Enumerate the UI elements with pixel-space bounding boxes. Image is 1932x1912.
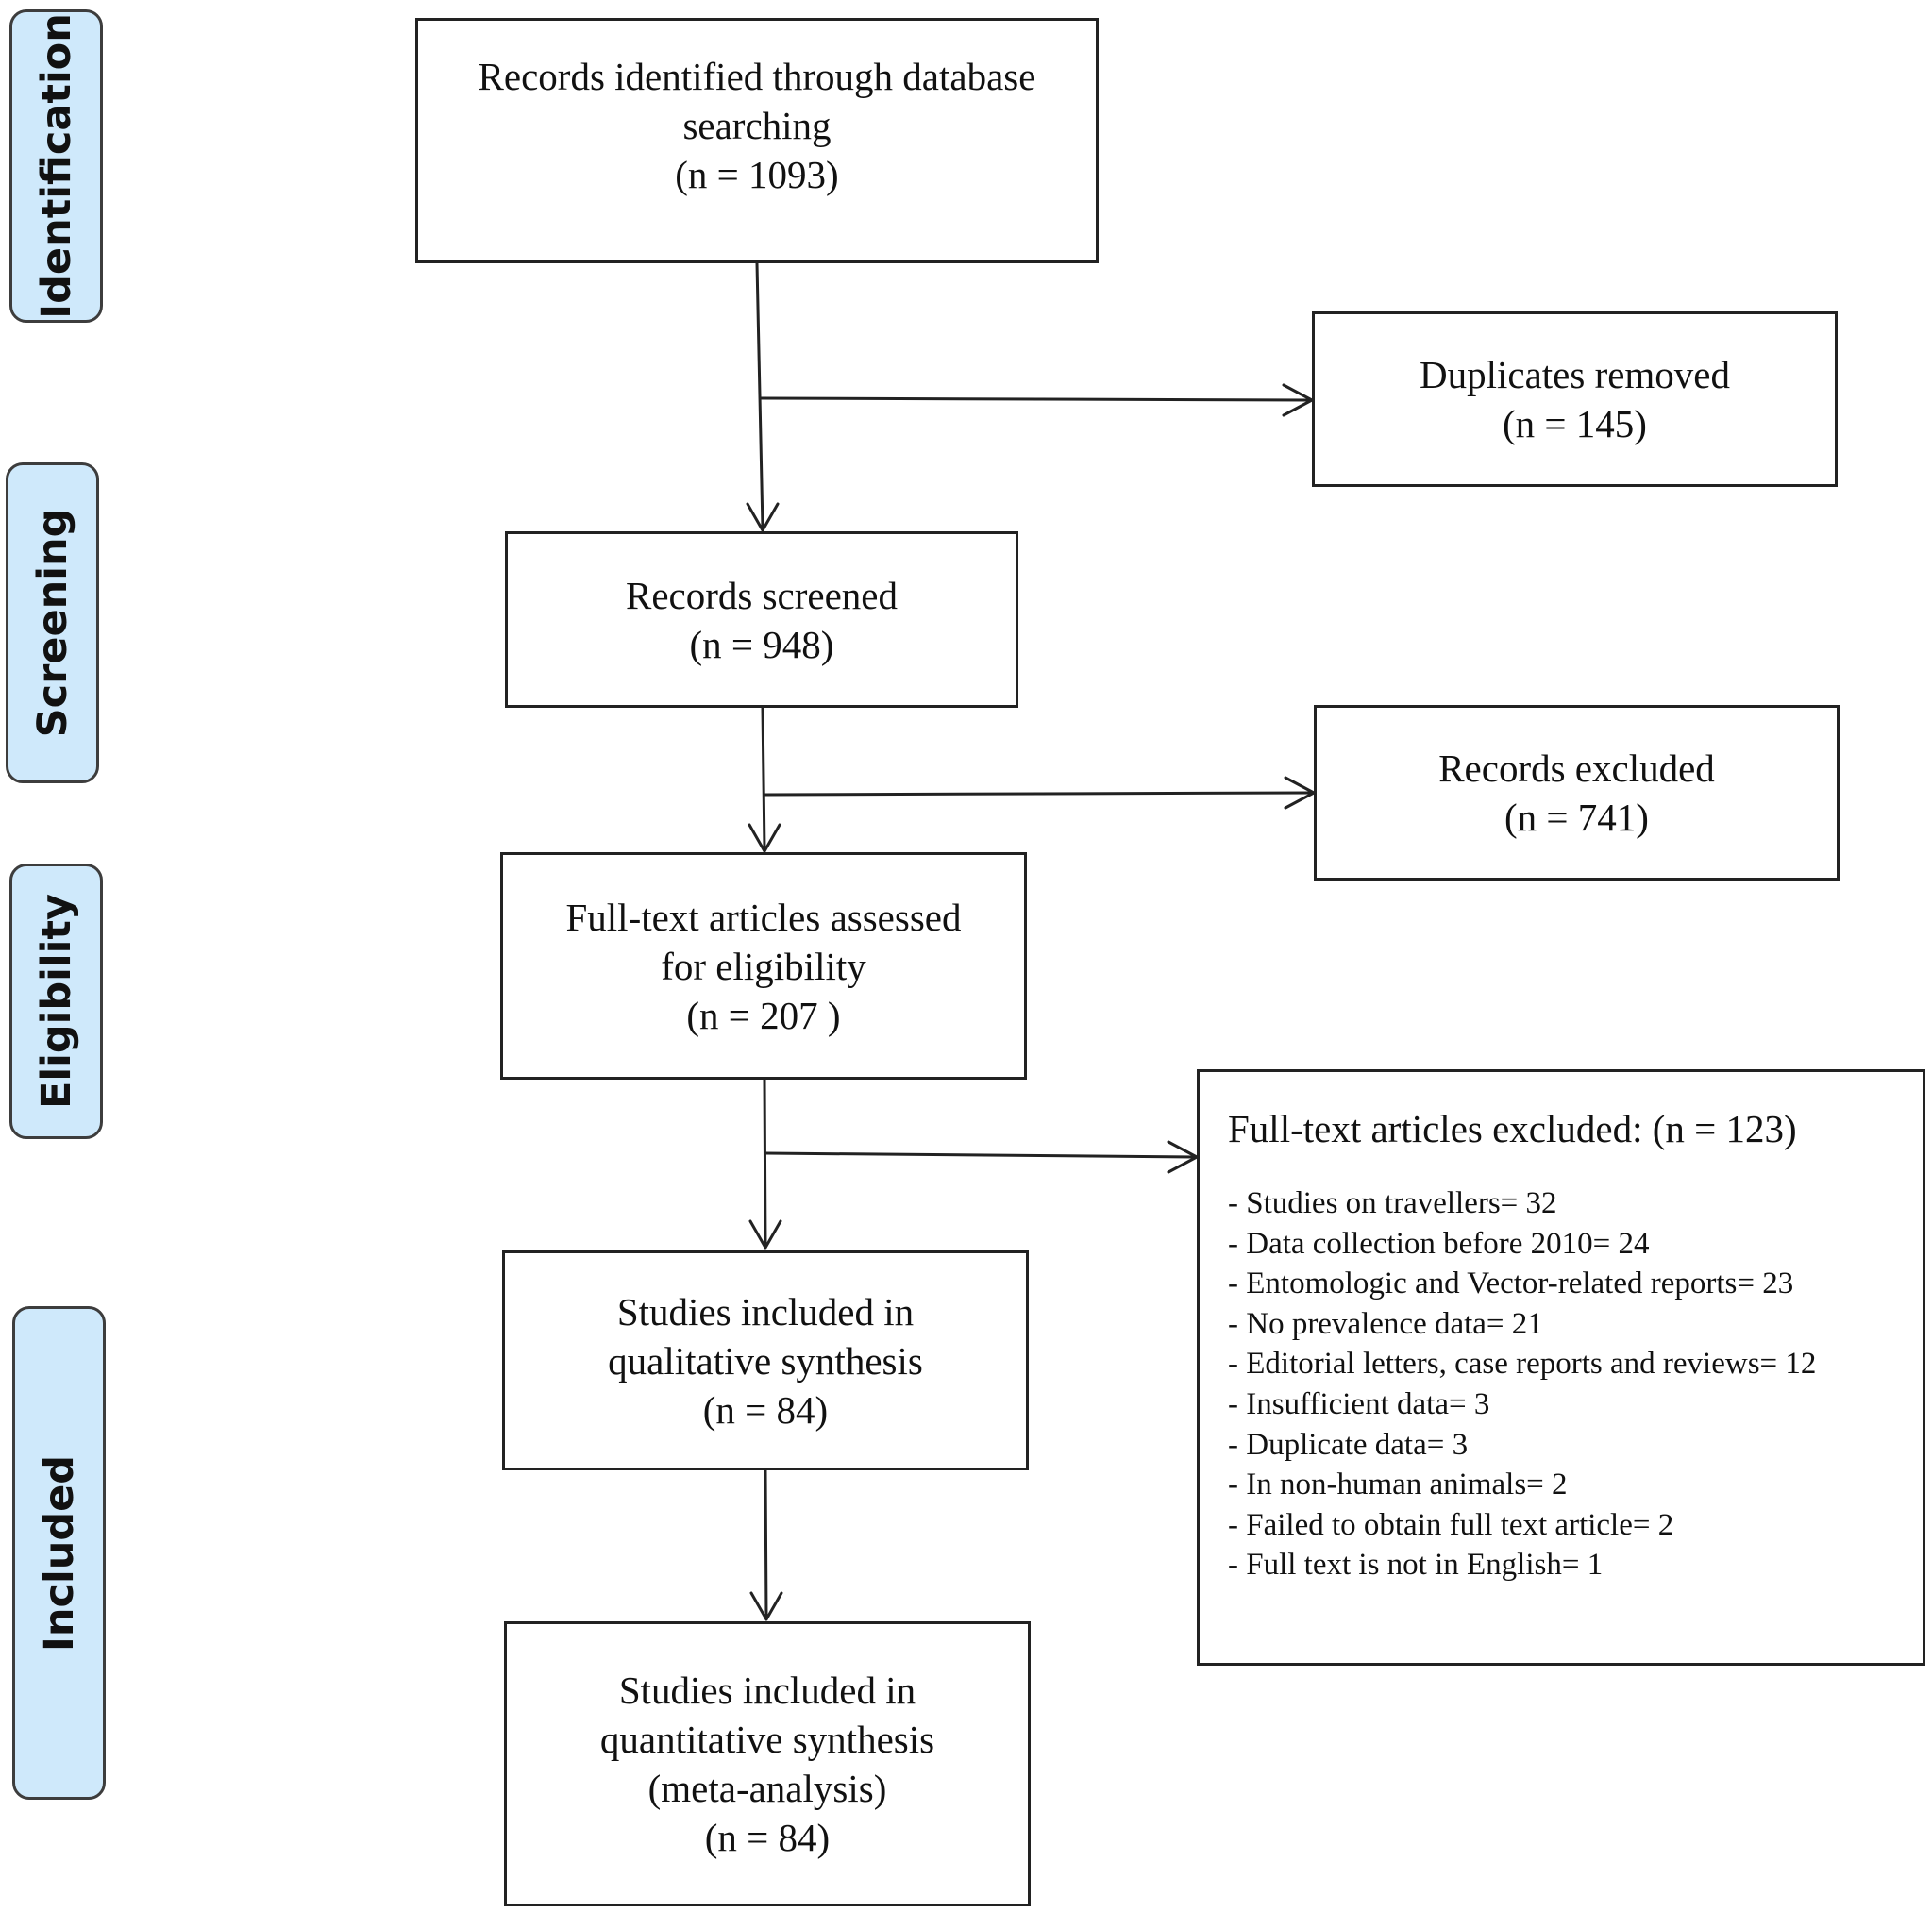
connector-to-duplicates	[759, 396, 1312, 402]
exclusion-reason: - Studies on travellers= 32	[1228, 1186, 1557, 1220]
quantitative-line-3: (meta-analysis)	[647, 1767, 887, 1810]
box-fulltext-assessed: Full-text articles assessed for eligibil…	[500, 852, 1027, 1080]
quantitative-line-2: quantitative synthesis	[599, 1718, 935, 1761]
connector-to-records-excluded	[763, 791, 1314, 797]
connector-qualitative-quantitative	[764, 1468, 768, 1619]
box-duplicates-removed: Duplicates removed (n = 145)	[1312, 311, 1838, 487]
identified-line-2: searching	[682, 104, 832, 147]
connector-to-fulltext-excluded	[764, 1151, 1197, 1159]
fulltext-assessed-line-1: Full-text articles assessed	[565, 895, 962, 939]
identified-count: (n = 1093)	[675, 153, 839, 196]
stage-identification: Identification	[9, 9, 103, 323]
arrowhead-fulltext	[748, 823, 781, 853]
fulltext-excluded-title: Full-text articles excluded: (n = 123)	[1228, 1107, 1797, 1150]
box-quantitative-synthesis: Studies included in quantitative synthes…	[504, 1621, 1031, 1906]
box-qualitative-synthesis: Studies included in qualitative synthesi…	[502, 1250, 1029, 1470]
exclusion-reason: - No prevalence data= 21	[1228, 1306, 1543, 1341]
exclusion-reason: - Entomologic and Vector-related reports…	[1228, 1266, 1794, 1301]
exclusion-reasons-list: - Studies on travellers= 32 - Data colle…	[1228, 1183, 1923, 1585]
connector-screened-fulltext	[761, 706, 766, 851]
arrowhead-qualitative	[748, 1219, 782, 1250]
box-records-excluded: Records excluded (n = 741)	[1314, 705, 1840, 881]
records-excluded-count: (n = 741)	[1504, 796, 1649, 839]
fulltext-assessed-count: (n = 207 )	[686, 993, 841, 1037]
exclusion-reason: - Editorial letters, case reports and re…	[1228, 1347, 1817, 1382]
box-fulltext-excluded: Full-text articles excluded: (n = 123) -…	[1197, 1069, 1925, 1666]
stage-included: Included	[12, 1306, 106, 1800]
duplicates-line-1: Duplicates removed	[1419, 353, 1731, 396]
quantitative-count: (n = 84)	[704, 1816, 831, 1859]
exclusion-reason: - Full text is not in English= 1	[1228, 1548, 1604, 1583]
exclusion-reason: - Duplicate data= 3	[1228, 1427, 1469, 1462]
arrowhead-quantitative	[749, 1591, 783, 1621]
stage-eligibility: Eligibility	[9, 864, 103, 1139]
screened-count: (n = 948)	[689, 622, 834, 666]
box-records-screened: Records screened (n = 948)	[505, 531, 1018, 708]
fulltext-assessed-line-2: for eligibility	[661, 944, 866, 988]
box-records-identified: Records identified through database sear…	[415, 18, 1099, 263]
exclusion-reason: - In non-human animals= 2	[1228, 1468, 1568, 1502]
exclusion-reason: - Data collection before 2010= 24	[1228, 1226, 1650, 1261]
records-excluded-line-1: Records excluded	[1438, 746, 1715, 790]
exclusion-reason: - Insufficient data= 3	[1228, 1386, 1490, 1421]
qualitative-line-2: qualitative synthesis	[608, 1338, 923, 1383]
duplicates-count: (n = 145)	[1503, 402, 1647, 445]
arrowhead-screened	[746, 502, 780, 532]
qualitative-count: (n = 84)	[702, 1387, 829, 1432]
connector-identified-screened	[755, 261, 764, 530]
exclusion-reason: - Failed to obtain full text article= 2	[1228, 1507, 1674, 1542]
connector-fulltext-qualitative	[763, 1078, 767, 1248]
qualitative-line-1: Studies included in	[616, 1289, 915, 1333]
identified-line-1: Records identified through database	[478, 55, 1036, 98]
stage-screening: Screening	[6, 462, 99, 783]
quantitative-line-1: Studies included in	[618, 1669, 916, 1712]
screened-line-1: Records screened	[625, 573, 898, 617]
